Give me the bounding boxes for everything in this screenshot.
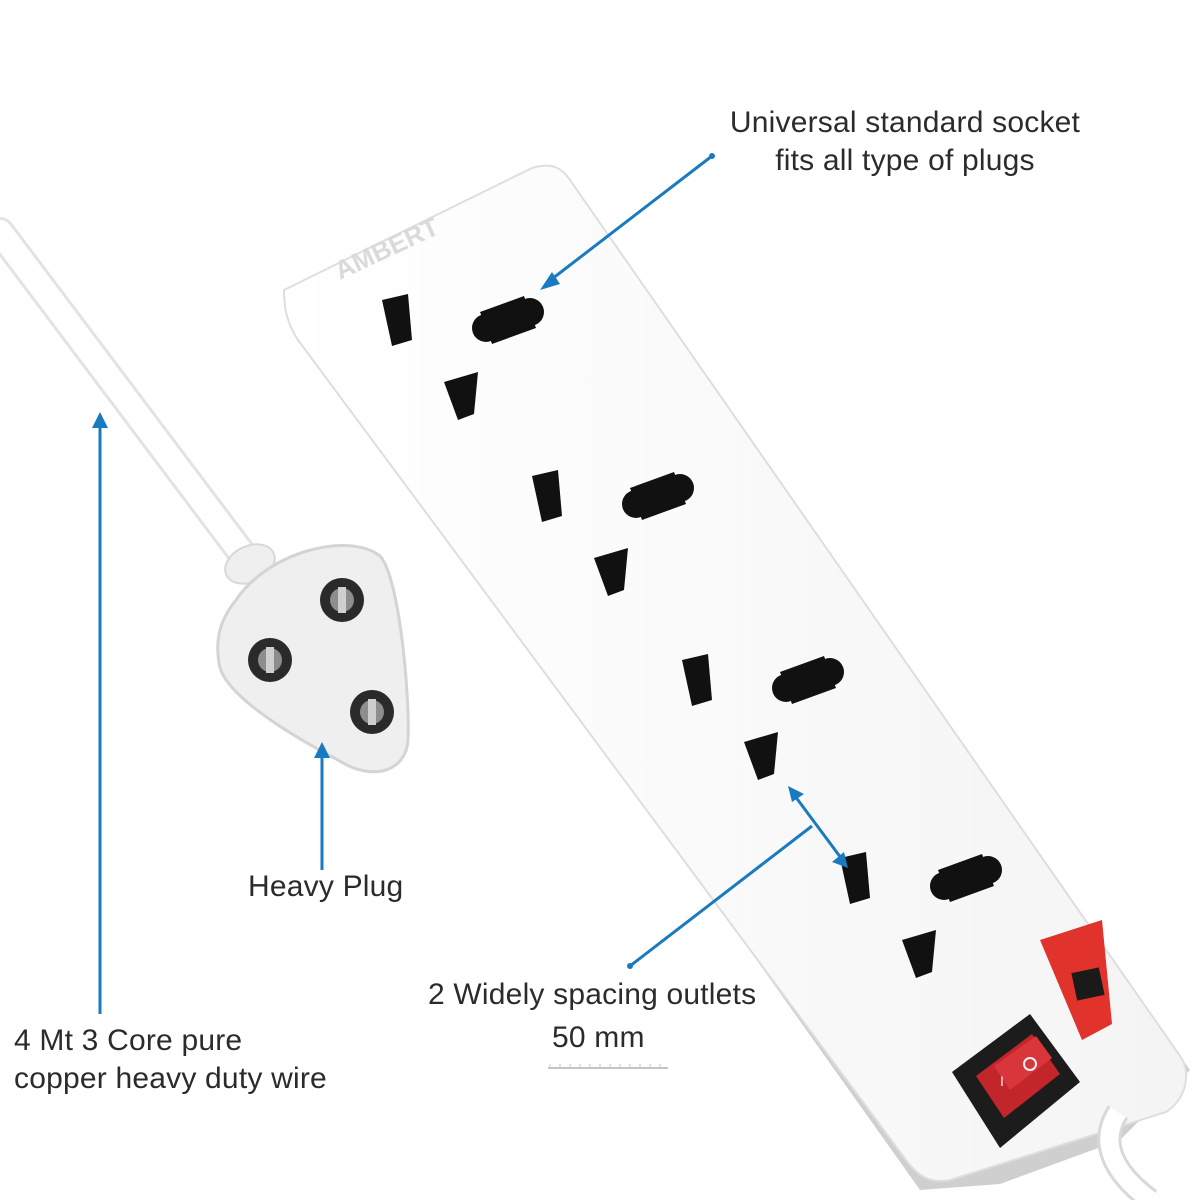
indicator-light-icon	[1040, 920, 1112, 1040]
three-pin-plug-icon	[216, 543, 410, 774]
power-strip-icon: AMBERT I	[282, 164, 1190, 1200]
socket-callout-line1: Universal standard socket	[729, 106, 1081, 139]
plug-callout: Heavy Plug	[248, 870, 404, 903]
wire-callout-line2: copper heavy duty wire	[14, 1062, 327, 1095]
wire-callout-line1: 4 Mt 3 Core pure	[14, 1024, 243, 1057]
svg-text:I: I	[1000, 1073, 1004, 1089]
socket-callout: Universal standard socket fits all type …	[690, 104, 1120, 180]
rocker-switch-icon[interactable]: I	[952, 1014, 1080, 1148]
spacing-measurement: 50 mm	[552, 1021, 645, 1054]
wire-callout: 4 Mt 3 Core pure copper heavy duty wire	[14, 1022, 327, 1098]
spacing-callout: 2 Widely spacing outlets	[428, 978, 757, 1011]
socket-callout-line2: fits all type of plugs	[775, 144, 1035, 177]
callout-arrows	[92, 153, 848, 1014]
ruler-scale	[548, 1064, 668, 1069]
